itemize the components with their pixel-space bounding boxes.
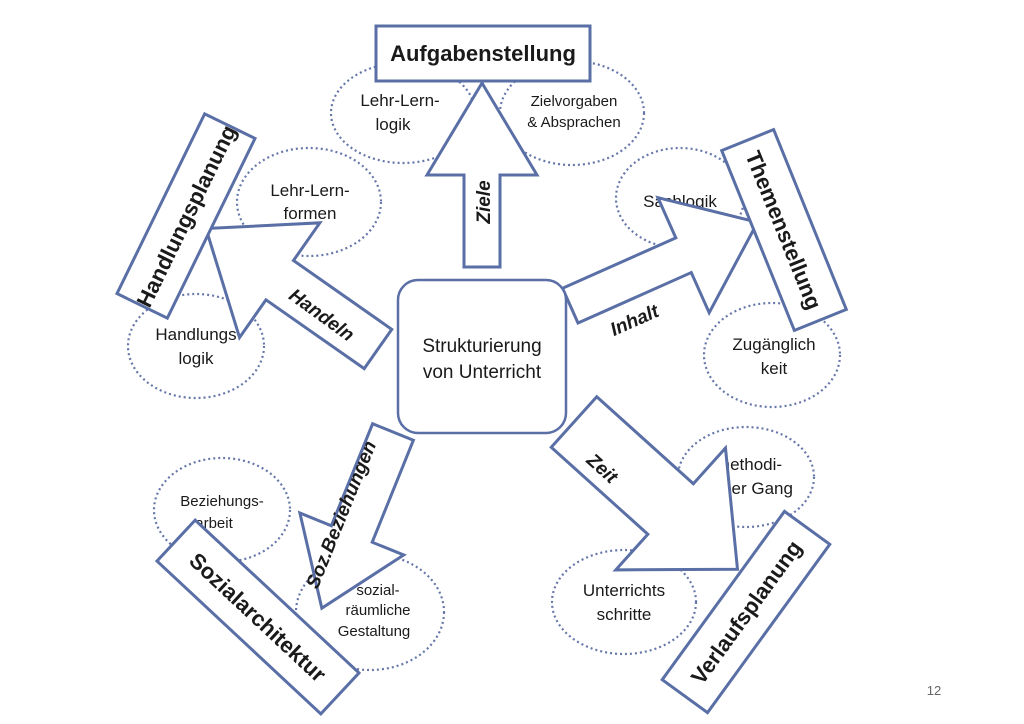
oval-text: logik [376, 115, 411, 134]
oval-text: Zielvorgaben [531, 93, 618, 110]
oval-zielvorgaben: Zielvorgaben & Absprachen [498, 59, 646, 167]
oval-text: räumliche [345, 602, 410, 619]
oval-text: schritte [597, 605, 652, 624]
oval-handlungslogik: Handlungs logik [126, 292, 266, 400]
oval-text: logik [179, 349, 214, 368]
page-number: 12 [927, 683, 941, 698]
arrow-label-ziele: Ziele [474, 180, 495, 225]
box-label-aufgabenstellung: Aufgabenstellung [390, 41, 576, 66]
oval-unterrichtsschritte: Unterrichts schritte [550, 548, 698, 656]
oval-text: Beziehungs- [180, 493, 263, 510]
oval-text: & Absprachen [527, 114, 620, 131]
oval-text: methodi- [716, 455, 782, 474]
oval-text: Gestaltung [338, 623, 411, 640]
oval-text: Handlungs [155, 325, 236, 344]
arrow-ziele: Ziele [424, 80, 540, 269]
arrow-zeit: Zeit [549, 394, 740, 572]
oval-lehr-lern-logik: Lehr-Lern- logik [329, 61, 477, 165]
oval-text: sozial- [356, 582, 399, 599]
oval-text: Lehr-Lern- [360, 91, 439, 110]
oval-text: keit [761, 359, 788, 378]
center-title-line2: von Unterricht [423, 362, 542, 383]
box-aufgabenstellung: Aufgabenstellung [374, 24, 592, 83]
center-box: Strukturierung von Unterricht [396, 278, 568, 435]
oval-text: Unterrichts [583, 581, 665, 600]
oval-text: Zugänglich [732, 335, 815, 354]
oval-text: formen [284, 204, 337, 223]
oval-zugaenglichkeit: Zugänglich keit [702, 301, 842, 409]
center-title-line1: Strukturierung [422, 336, 541, 357]
oval-text: Lehr-Lern- [270, 181, 349, 200]
